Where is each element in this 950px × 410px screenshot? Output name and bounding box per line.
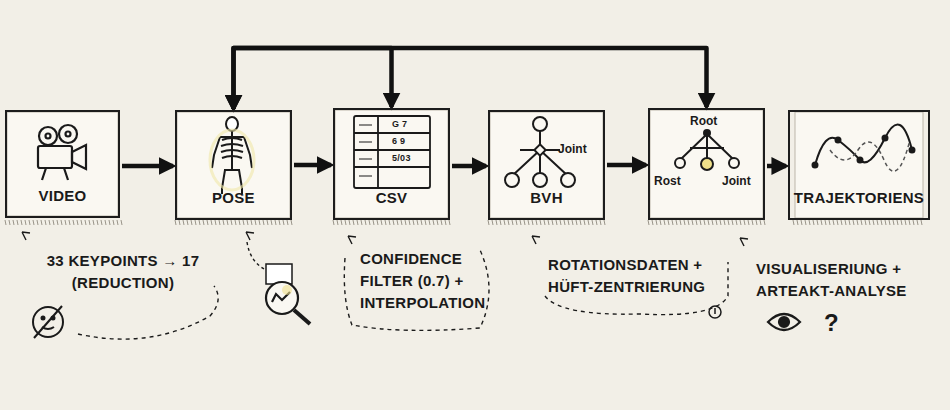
process-box: VIDEO <box>5 110 120 218</box>
annotation: VISUALISERIUNG + ARTEAKT-ANALYSE <box>756 258 941 302</box>
box-title: VIDEO <box>7 187 118 204</box>
camera-icon <box>38 125 86 180</box>
magnifier-icon <box>266 264 310 324</box>
flow-arrow <box>122 164 173 169</box>
box-title: POSE <box>177 189 290 206</box>
feedback-arrow <box>234 48 707 109</box>
flow-arrow <box>294 163 331 168</box>
no-face-icon <box>33 306 63 338</box>
process-box: BVH Joint <box>488 110 605 220</box>
box-title: BVH <box>490 189 603 206</box>
box-grounds <box>7 110 923 218</box>
root-tree-icon <box>675 130 739 170</box>
process-box: RootRost Joint <box>648 108 765 220</box>
table-cell: 6 9 <box>392 137 432 146</box>
joint-label: Root <box>690 114 717 128</box>
joint-label: Joint <box>722 174 751 188</box>
paper-fringe <box>5 220 922 225</box>
eye-icon <box>768 314 800 330</box>
pin-icon <box>709 306 721 318</box>
box-title: CSV <box>335 189 448 206</box>
table-cell: G 7 <box>392 120 432 129</box>
process-box: TRAJEKTORIENS <box>788 110 930 220</box>
flow-arrow <box>607 163 646 168</box>
table-cell: 5/03 <box>392 154 432 163</box>
annotation: CONFIDENCE FILTER (0.7) + INTERPOLATION <box>360 248 510 313</box>
annotation-leaders <box>22 232 748 339</box>
process-box: POSE <box>175 110 292 220</box>
feedback-arrow <box>234 48 392 109</box>
process-box: CSV <box>333 108 450 220</box>
box-title: TRAJEKTORIENS <box>790 189 928 206</box>
joint-label: Rost <box>654 174 681 188</box>
flow-arrow <box>767 164 786 169</box>
joint-label: Joint <box>558 142 587 156</box>
annotation: ROTATIONSDATEN + HÜFT-ZENTRIERUNG <box>548 254 738 298</box>
trajectory-icon <box>813 125 915 172</box>
skeleton-icon <box>210 117 254 194</box>
annotation: 33 KEYPOINTS → 17 (REDUCTION) <box>28 250 218 294</box>
annotation: ? <box>824 306 854 341</box>
flow-arrow <box>452 164 486 169</box>
